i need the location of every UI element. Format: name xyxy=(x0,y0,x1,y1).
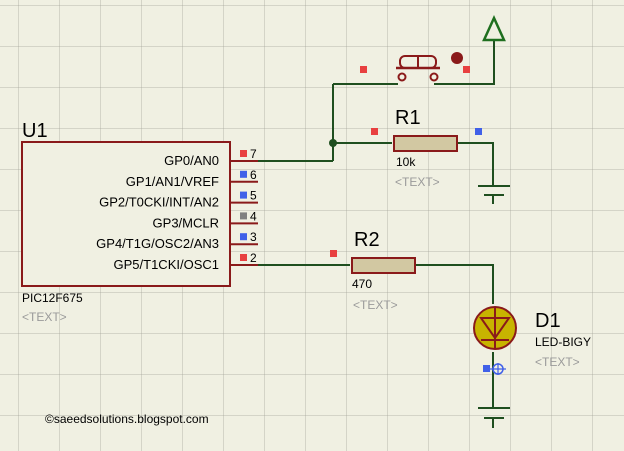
ic-u1-pin-name: GP1/AN1/VREF xyxy=(126,174,219,189)
ic-u1-pin-marker[interactable] xyxy=(240,170,247,178)
ic-u1-pin-number: 2 xyxy=(250,251,257,265)
wire-r2-right[interactable] xyxy=(416,264,494,304)
r1-pin-right[interactable] xyxy=(475,128,482,135)
ic-u1-pin-number: 5 xyxy=(250,189,257,203)
d1-pin-cathode[interactable] xyxy=(483,365,490,372)
r2-pin-left[interactable] xyxy=(330,250,337,257)
d1-ref: D1 xyxy=(535,310,561,332)
ic-u1-pin-number: 3 xyxy=(250,230,257,244)
wire-switch-right[interactable] xyxy=(434,40,495,85)
ic-u1-pin-name: GP3/MCLR xyxy=(153,215,219,230)
power-terminal[interactable] xyxy=(482,14,506,42)
pushbutton-pin-left[interactable] xyxy=(360,66,367,73)
d1-value: LED-BIGY xyxy=(535,335,591,349)
r2-ref: R2 xyxy=(354,229,380,251)
pushbutton[interactable] xyxy=(360,52,470,82)
ic-u1-pin-marker[interactable] xyxy=(240,233,247,241)
pushbutton-contact-left xyxy=(397,72,407,82)
ic-u1-pin-marker[interactable] xyxy=(240,191,247,199)
resistor-r2[interactable]: R2 470 <TEXT> xyxy=(330,229,416,312)
r1-value: 10k xyxy=(396,155,416,169)
r1-pin-left[interactable] xyxy=(371,128,378,135)
d1-probe-cross xyxy=(490,363,506,375)
ic-u1-ref: U1 xyxy=(22,120,48,142)
ic-u1-body[interactable] xyxy=(21,141,231,287)
r1-ref: R1 xyxy=(395,107,421,129)
ic-u1-part: PIC12F675 xyxy=(22,291,83,305)
ground-r1-icon[interactable] xyxy=(478,185,510,204)
wire-junction-dot xyxy=(329,139,337,147)
power-arrow-icon xyxy=(482,14,506,42)
r1-body[interactable] xyxy=(393,135,458,152)
watermark-text: ©saeedsolutions.blogspot.com xyxy=(45,412,209,426)
ic-u1-pin-marker[interactable] xyxy=(240,254,247,261)
pushbutton-cap xyxy=(399,55,437,69)
ic-u1-pin-marker[interactable] xyxy=(240,150,247,157)
wire-r1-right[interactable] xyxy=(458,142,494,186)
resistor-r1[interactable]: R1 10k <TEXT> xyxy=(371,107,482,189)
ic-u1[interactable]: U1 PIC12F675 <TEXT> 7 GP0/AN0 6 GP1/AN1/VRE… xyxy=(21,120,258,324)
r2-value: 470 xyxy=(352,277,372,291)
d1-text: <TEXT> xyxy=(535,355,580,369)
ic-u1-pin-marker[interactable] xyxy=(240,212,247,220)
ic-u1-pin-number: 4 xyxy=(250,209,257,223)
ic-u1-text: <TEXT> xyxy=(22,310,67,324)
r2-body[interactable] xyxy=(351,257,416,274)
ic-u1-pins: 7 GP0/AN0 6 GP1/AN1/VREF 5 GP2/T0CKI/INT/AN2 4… xyxy=(96,147,258,272)
ic-u1-pin-number: 7 xyxy=(250,147,257,161)
ic-u1-pin-name: GP2/T0CKI/INT/AN2 xyxy=(99,195,219,210)
ic-u1-pin-name: GP0/AN0 xyxy=(164,153,219,168)
ic-u1-pin-number: 6 xyxy=(250,168,257,182)
pushbutton-pin-right[interactable] xyxy=(463,66,470,73)
pushbutton-toggle-icon[interactable] xyxy=(451,52,463,64)
ic-u1-pin-name: GP4/T1G/OSC2/AN3 xyxy=(96,236,219,251)
pushbutton-contact-right xyxy=(429,72,439,82)
ground-d1-icon[interactable] xyxy=(478,407,510,428)
ic-u1-pin-name: GP5/T1CKI/OSC1 xyxy=(114,257,219,272)
wires xyxy=(258,40,495,408)
led-d1[interactable]: D1 LED-BIGY <TEXT> xyxy=(473,306,591,375)
r2-text: <TEXT> xyxy=(353,298,398,312)
r1-text: <TEXT> xyxy=(395,175,440,189)
